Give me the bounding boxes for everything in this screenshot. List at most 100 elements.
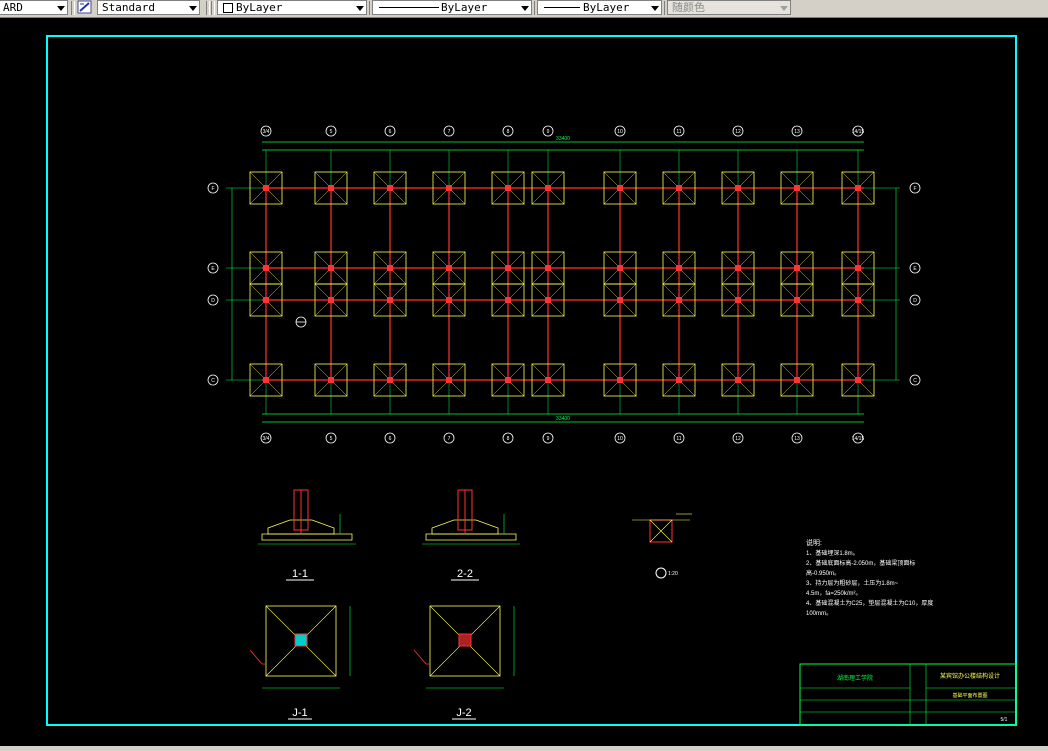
lineweight-combo[interactable]: ByLayer (537, 0, 662, 15)
properties-toolbar: ARD Standard ByLayer ByLayer ByLayer 随颜色 (0, 0, 1048, 18)
footing-outline (603, 171, 637, 205)
column (855, 377, 861, 383)
notes-line: 4、基础混凝土为C25，垫层混凝土为C10，厚度 (806, 599, 933, 607)
toolbar-separator (206, 1, 210, 15)
overall-dimension-bottom: 33400 (262, 413, 864, 423)
titleblock-drawing: 基础平面布置图 (952, 692, 987, 699)
axis-bubble-top-circle (673, 125, 685, 137)
column (263, 377, 269, 383)
axis-bubble-left-circle (207, 294, 219, 306)
column (446, 377, 452, 383)
footing-outline (662, 283, 696, 317)
titleblock-project: 某宾馆办公楼结构设计 (940, 672, 1000, 680)
axis-bubble-bottom-circle (791, 432, 803, 444)
linetype-preview (379, 7, 439, 8)
axis-bubble-bottom-circle (260, 432, 272, 444)
axis-bubble-bottom-label: 13 (794, 436, 800, 442)
column (328, 185, 334, 191)
footing-outline (249, 283, 283, 317)
axis-bubble-right-label: E (913, 266, 917, 272)
axis-bubble-top-circle (732, 125, 744, 137)
toolbar-separator (71, 1, 75, 15)
axis-bubble-left-circle (207, 182, 219, 194)
footing-outline (432, 283, 466, 317)
footing-outline (662, 171, 696, 205)
dim-style-combo[interactable]: Standard (97, 0, 200, 15)
footing-outline (373, 171, 407, 205)
footing-outline (841, 171, 875, 205)
column (794, 297, 800, 303)
notes-line: 100mm。 (806, 611, 832, 617)
notes-line: 高-0.950m。 (806, 569, 840, 577)
axis-bubble-right-circle (909, 374, 921, 386)
column (263, 185, 269, 191)
chevron-down-icon[interactable] (356, 6, 364, 11)
column (617, 185, 623, 191)
axis-bubble-bottom-label: 11 (676, 436, 681, 442)
axis-bubble-top-label: 13 (794, 129, 800, 135)
column (263, 265, 269, 271)
section-label-1-1: 1-1 (292, 568, 308, 580)
chevron-down-icon[interactable] (189, 6, 197, 11)
column (735, 297, 741, 303)
axis-bubble-left-label: C (211, 378, 215, 384)
chevron-down-icon[interactable] (57, 6, 65, 11)
column (676, 265, 682, 271)
linetype-combo[interactable]: ByLayer (372, 0, 532, 15)
title-block: 湖南理工学院 某宾馆办公楼结构设计 基础平面布置图 5/1 (799, 663, 1017, 726)
chevron-down-icon[interactable] (521, 6, 529, 11)
axis-bubble-right-label: D (913, 298, 917, 304)
footing-outline (314, 171, 348, 205)
notes-line: 4.5m，fa=250k/m²。 (806, 591, 862, 597)
footing-outline (432, 363, 466, 397)
footing-outline (721, 363, 755, 397)
axis-bubble-bottom-label: 12 (735, 436, 741, 442)
color-combo[interactable]: ByLayer (217, 0, 367, 15)
footing-outline (603, 363, 637, 397)
footing-outline (531, 171, 565, 205)
axis-bubble-top-label: 5 (330, 129, 333, 135)
overall-dim-bottom: 33400 (556, 416, 570, 422)
axis-bubble-top-circle (791, 125, 803, 137)
chevron-down-icon[interactable] (780, 6, 788, 11)
notes-line: 2、基础底面标高-2.050m，基础梁顶面标 (806, 559, 915, 567)
axis-bubble-top-label: 7 (448, 129, 451, 135)
chevron-down-icon[interactable] (651, 6, 659, 11)
axis-bubble-bottom-label: 3/4 (263, 436, 270, 442)
detail-scale: 1:20 (668, 571, 678, 577)
column (505, 377, 511, 383)
axis-bubble-top-circle (852, 125, 864, 137)
axis-bubble-bottom-circle (502, 432, 514, 444)
drawing-frame (46, 35, 1017, 726)
axis-bubble-top-label: 14/15 (852, 129, 865, 135)
column (794, 377, 800, 383)
column (545, 265, 551, 271)
axis-bubble-left-label: E (211, 266, 215, 272)
column (735, 377, 741, 383)
toolbar-separator (211, 1, 215, 15)
column (505, 297, 511, 303)
column (676, 377, 682, 383)
column (617, 377, 623, 383)
column (545, 185, 551, 191)
axis-bubble-bottom-label: 8 (507, 436, 510, 442)
footing-outline (314, 283, 348, 317)
text-style-combo[interactable]: ARD (0, 0, 68, 15)
axis-bubble-bottom-circle (542, 432, 554, 444)
column (545, 377, 551, 383)
lineweight-preview (544, 7, 580, 8)
plot-style-combo[interactable]: 随颜色 (667, 0, 791, 15)
axis-bubble-bottom-circle (325, 432, 337, 444)
axis-bubble-bottom-circle (443, 432, 455, 444)
axis-bubble-right-label: C (913, 378, 917, 384)
footing-outline (432, 171, 466, 205)
footing-outline (249, 363, 283, 397)
axis-bubble-bottom-label: 14/15 (852, 436, 865, 442)
axis-bubble-top-label: 6 (389, 129, 392, 135)
axis-bubble-bottom-label: 6 (389, 436, 392, 442)
axis-bubble-top-label: 10 (617, 129, 623, 135)
dimstyle-icon[interactable] (77, 0, 93, 15)
column (328, 265, 334, 271)
